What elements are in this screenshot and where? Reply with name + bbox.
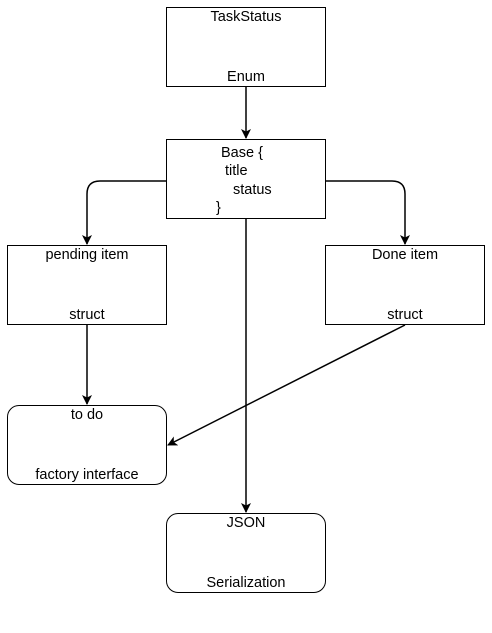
edge-done-to-factory [167, 324, 406, 446]
base-line-4: } [216, 200, 221, 216]
pending-line-2: struct [69, 307, 105, 323]
done-line-1: Done item [371, 247, 439, 263]
json-line-1: JSON [226, 515, 266, 531]
base-line-2: title [225, 163, 248, 179]
base-line-3: status [233, 182, 272, 198]
taskstatus-line-2: Enum [227, 69, 265, 85]
factory-line-1: to do [70, 407, 104, 423]
diagram-edges [82, 87, 410, 513]
flow-diagram: TaskStatus Enum Base { title status } pe… [7, 7, 485, 593]
edge-base-to-done [326, 180, 410, 245]
base-struct-node: Base { title status } [166, 139, 326, 219]
json-line-2: Serialization [206, 575, 286, 591]
todo-factory-interface-node: to do factory interface [7, 405, 167, 485]
taskstatus-line-1: TaskStatus [210, 9, 282, 25]
edge-base-to-pending [82, 180, 166, 245]
factory-line-2: factory interface [35, 467, 139, 483]
taskstatus-enum-node: TaskStatus Enum [166, 7, 326, 87]
pending-line-1: pending item [45, 247, 129, 263]
pending-item-struct-node: pending item struct [7, 245, 167, 325]
done-item-struct-node: Done item struct [325, 245, 485, 325]
json-serialization-node: JSON Serialization [166, 513, 326, 593]
base-line-1: Base { [221, 145, 263, 161]
done-line-2: struct [387, 307, 423, 323]
